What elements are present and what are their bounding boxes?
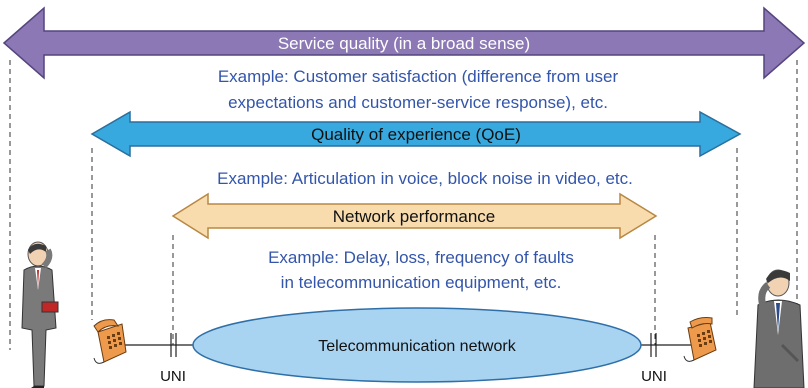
telecommunication-network: Telecommunication network — [192, 307, 642, 383]
service-quality-arrow: Service quality (in a broad sense) — [2, 6, 806, 80]
qoe-example: Example: Articulation in voice, block no… — [217, 169, 633, 188]
service-quality-example-line1: Example: Customer satisfaction (differen… — [218, 67, 619, 86]
network-performance-arrow: Network performance — [171, 192, 658, 240]
network-example-line1: Example: Delay, loss, frequency of fault… — [268, 248, 574, 267]
service-quality-label: Service quality (in a broad sense) — [278, 34, 530, 53]
service-quality-example-line2: expectations and customer-service respon… — [228, 93, 608, 112]
telephone-icon — [93, 319, 127, 364]
person-on-phone-icon — [753, 269, 805, 388]
network-label: Telecommunication network — [318, 338, 516, 355]
network-performance-label: Network performance — [333, 207, 496, 226]
telephone-icon — [683, 317, 717, 362]
person-on-phone-icon — [21, 241, 59, 388]
network-example-line2: in telecommunication equipment, etc. — [281, 273, 562, 292]
qoe-arrow: Quality of experience (QoE) — [90, 110, 742, 158]
qoe-label: Quality of experience (QoE) — [311, 125, 521, 144]
uni-label-left: UNI — [160, 368, 186, 385]
uni-label-right: UNI — [641, 368, 667, 385]
boundary-guides — [9, 60, 798, 350]
